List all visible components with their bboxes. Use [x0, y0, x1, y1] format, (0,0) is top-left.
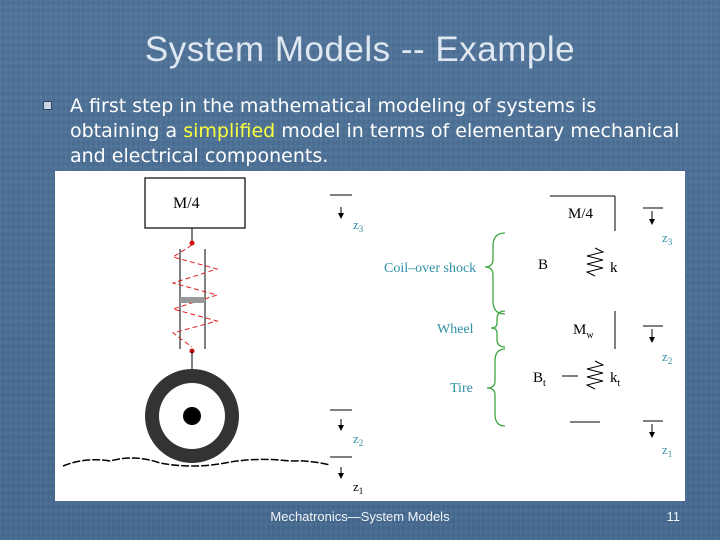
spring-label: k: [610, 260, 618, 276]
tire-label: Tire: [450, 381, 473, 396]
right-z3-label: z3: [662, 230, 673, 247]
slide-footer: Mechatronics—System Models: [270, 509, 450, 524]
right-mass-block: [550, 195, 616, 231]
bullet-square-icon: [43, 101, 52, 110]
left-mass-block: [144, 177, 246, 229]
left-z2-label: z2: [353, 431, 363, 448]
diagram-svg: M/4 z3 z2: [62, 177, 673, 496]
right-z2-label: z2: [662, 349, 672, 366]
tire-damper-label: Bt: [533, 370, 546, 389]
bullet-text-end: model in terms of elementary mechanical …: [70, 120, 680, 167]
right-z1-marker: [643, 420, 663, 438]
bullet-paragraph: A first step in the mathematical modelin…: [70, 94, 680, 169]
wheel-mass-label: Mw: [573, 322, 594, 341]
coil-over-shock-label: Coil–over shock: [384, 261, 476, 276]
page-number: 11: [666, 509, 681, 524]
damper-label: B: [538, 257, 548, 273]
right-z2-marker: [643, 325, 663, 343]
left-z1-label: z1: [353, 479, 363, 496]
bullet-text-start: A first step in the mathematical modelin…: [70, 95, 597, 142]
right-z3-marker: [643, 207, 663, 225]
tire-spring-icon: [585, 360, 605, 390]
slide-title: System Models -- Example: [144, 30, 576, 69]
left-z2-marker: [330, 409, 352, 431]
quarter-car-diagram: M/4 z3 z2: [55, 171, 685, 501]
left-mass-label: M/4: [173, 195, 200, 212]
suspension-spring-icon: [585, 247, 605, 277]
wheel-brace: [490, 310, 506, 348]
right-mass-label: M/4: [568, 206, 594, 222]
right-z1-label: z1: [662, 442, 672, 459]
highlighted-word: simplified: [183, 120, 276, 142]
left-z3-label: z3: [353, 217, 364, 234]
tire-spring-label: kt: [610, 370, 621, 389]
wheel-tire: [145, 369, 239, 463]
left-z3-marker: [330, 194, 352, 219]
road-surface: [62, 457, 331, 467]
coil-brace: [484, 232, 506, 315]
left-z1-marker: [330, 456, 352, 479]
wheel-label: Wheel: [437, 322, 474, 337]
tire-brace: [486, 348, 506, 427]
